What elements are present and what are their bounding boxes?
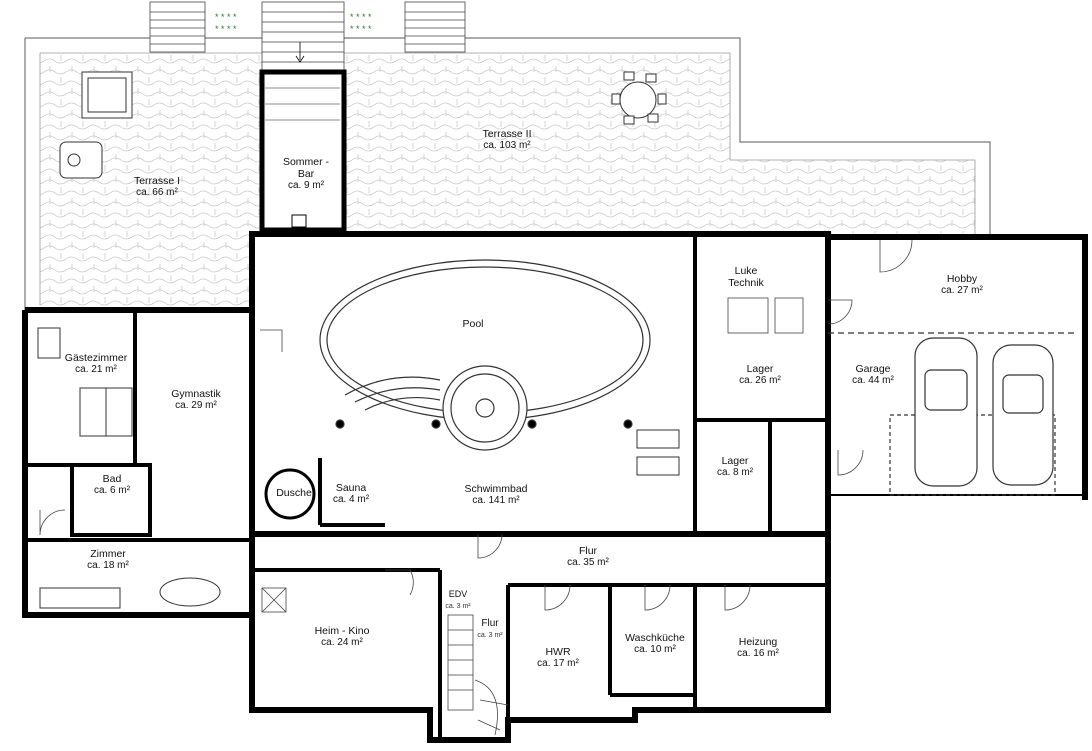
interior-walls — [25, 237, 828, 740]
door-swings — [39, 239, 913, 611]
summer-bar — [259, 69, 347, 233]
terrace-stairs — [149, 1, 466, 73]
lounge-furniture — [59, 71, 133, 179]
room-label-pool: Pool — [462, 318, 484, 330]
interior-stairs — [261, 297, 804, 736]
plant-beds: * * * * * * * * * * * * * * * * — [215, 12, 372, 34]
terrace-area — [24, 37, 991, 310]
svg-text:* * * *: * * * * — [215, 24, 237, 34]
garage-cars — [828, 332, 1075, 496]
svg-text:* * * *: * * * * — [350, 24, 372, 34]
pool-loungers — [636, 429, 680, 476]
svg-text:* * * *: * * * * — [215, 12, 237, 22]
pool — [319, 259, 651, 451]
round-table-icon — [611, 71, 667, 125]
svg-text:* * * *: * * * * — [350, 12, 372, 22]
shower-cabin — [264, 468, 316, 520]
room-label-luke-technik: Luke Technik — [728, 265, 764, 289]
bathtub — [39, 577, 221, 609]
guest-bed — [37, 327, 133, 437]
room-label-dusche: Dusche — [276, 487, 312, 499]
